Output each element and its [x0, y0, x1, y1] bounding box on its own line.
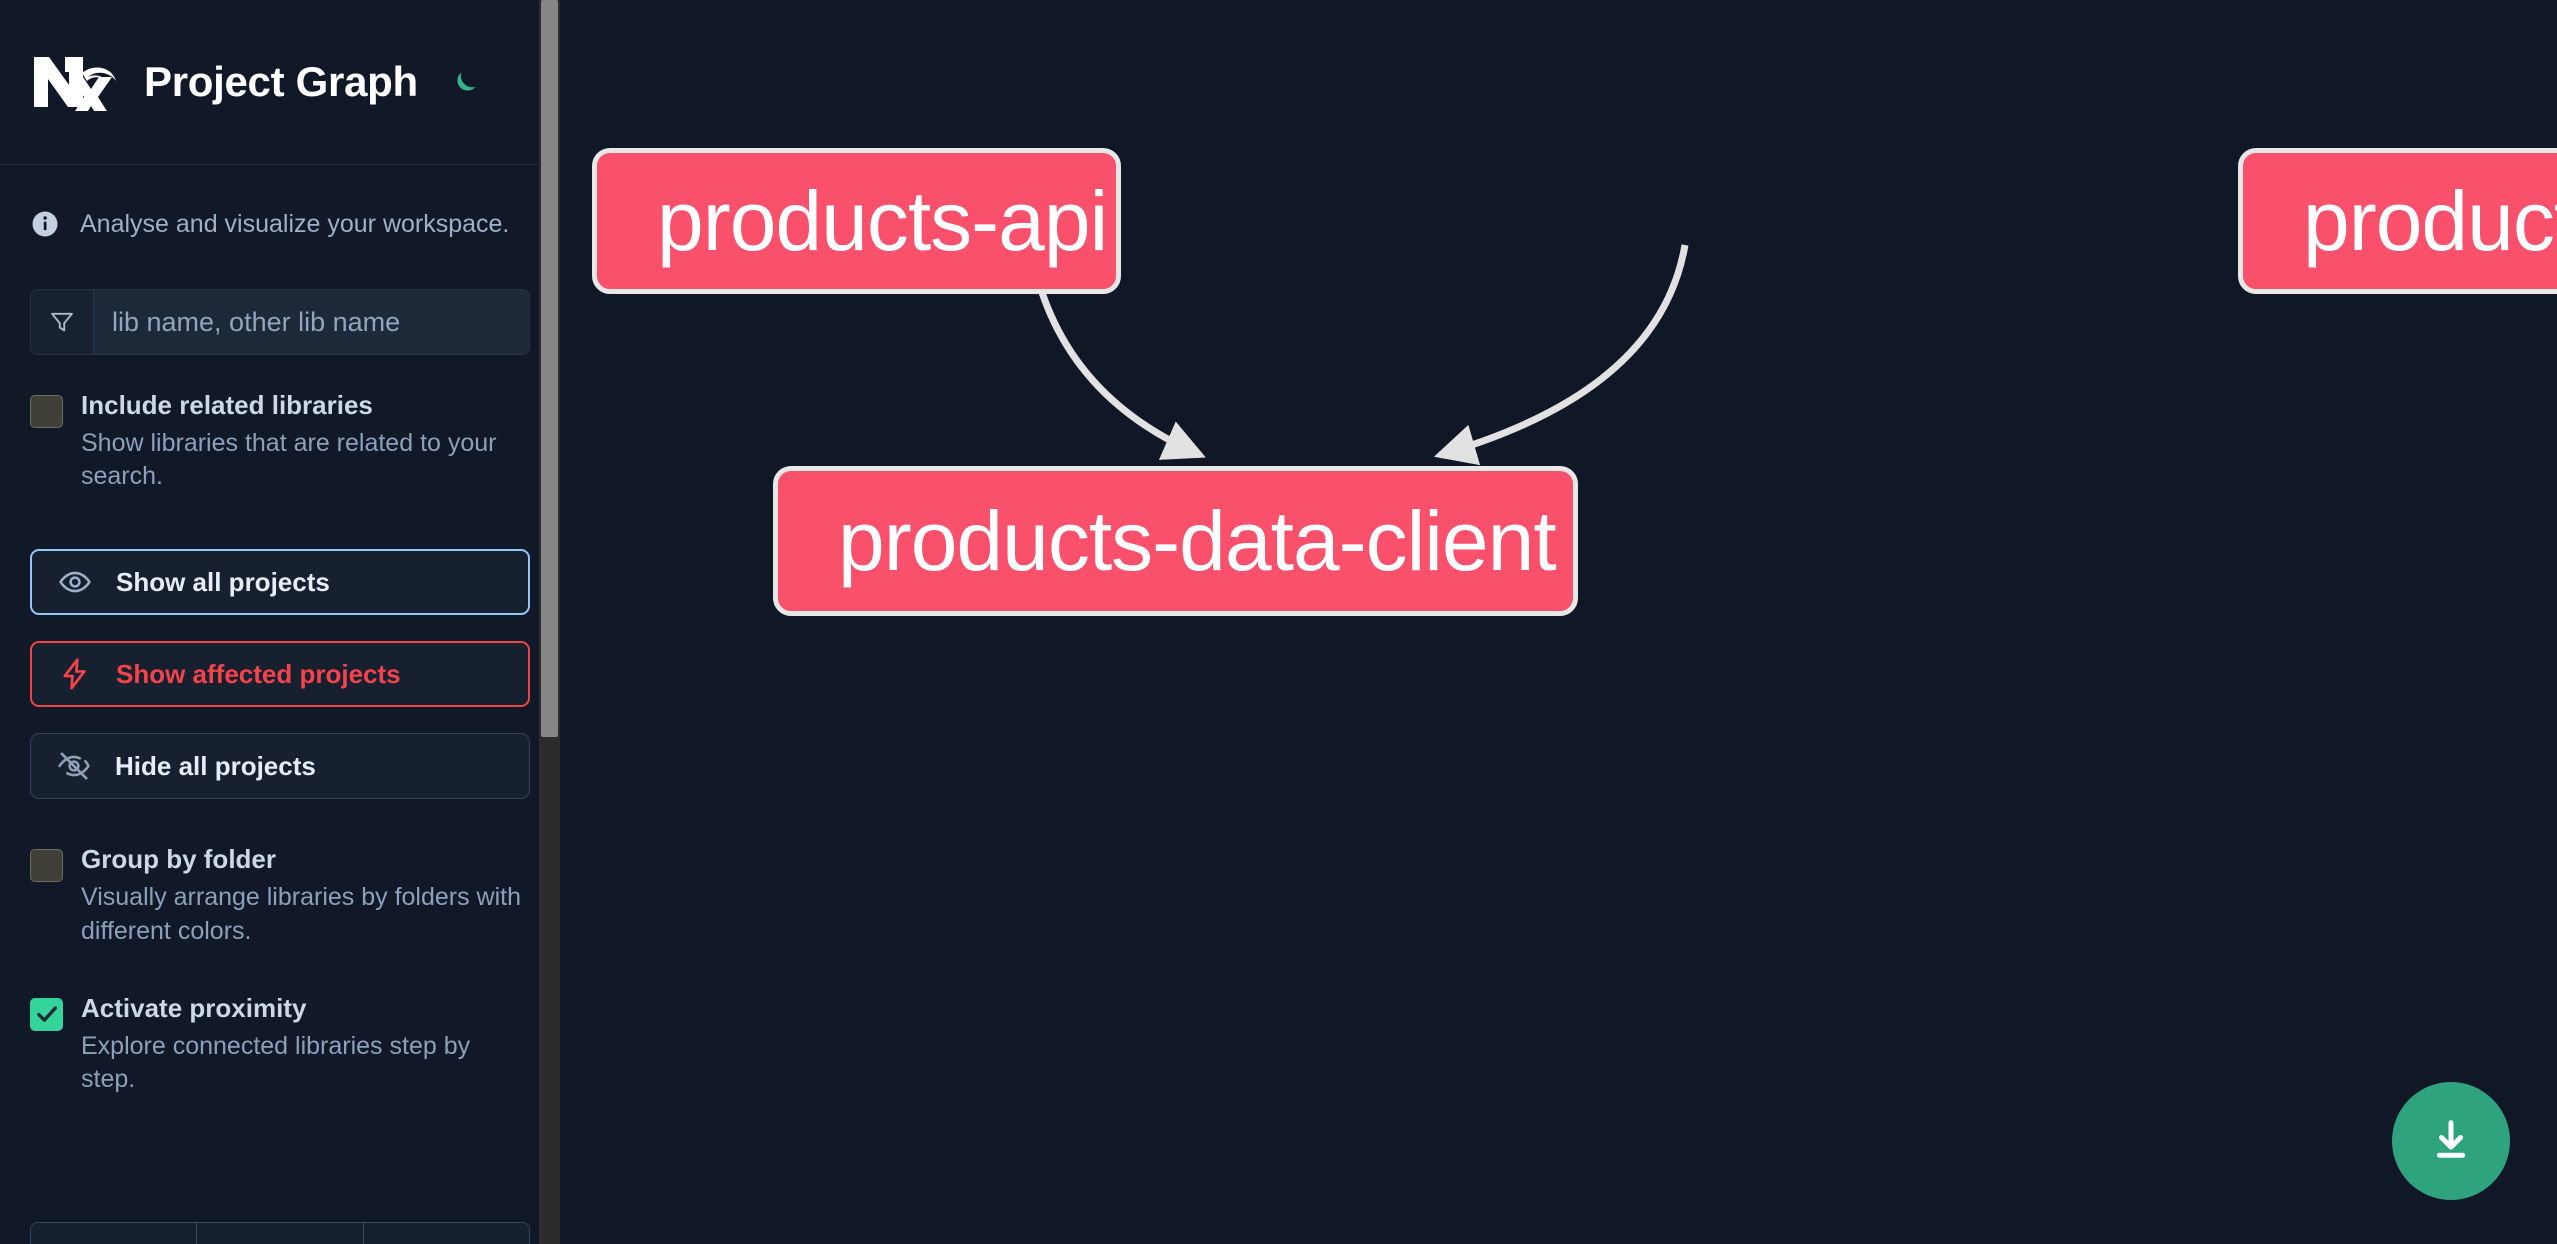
sidebar-body: Analyse and visualize your workspace. In…: [0, 165, 560, 1096]
moon-icon[interactable]: [444, 60, 488, 104]
sidebar-header: Project Graph: [0, 0, 560, 165]
checkbox-row-group-by-folder[interactable]: Group by folder Visually arrange librari…: [30, 844, 530, 947]
filter-funnel-icon[interactable]: [31, 290, 94, 354]
node-label: products-data-client: [838, 493, 1557, 588]
page-title: Project Graph: [144, 58, 418, 105]
segment-option-2[interactable]: [197, 1223, 364, 1244]
tagline-text: Analyse and visualize your workspace.: [80, 209, 510, 238]
show-affected-projects-button[interactable]: Show affected projects: [30, 641, 530, 708]
activate-proximity-checkbox[interactable]: [30, 997, 63, 1031]
nx-logo-icon: [30, 53, 118, 119]
group-by-folder-text: Group by folder Visually arrange librari…: [81, 844, 530, 947]
search-field[interactable]: [30, 289, 530, 355]
include-related-libraries-text: Include related libraries Show libraries…: [81, 390, 530, 493]
checkbox-label: Activate proximity: [81, 992, 307, 1023]
graph-node-products-api[interactable]: products-api: [592, 148, 1121, 294]
download-button[interactable]: [2392, 1082, 2510, 1200]
checkbox-description: Explore connected libraries step by step…: [81, 1031, 471, 1093]
button-label: Show all projects: [116, 566, 330, 597]
info-icon: [30, 209, 60, 239]
graph-node-products-cli[interactable]: products-cli: [2238, 148, 2557, 294]
group-by-folder-checkbox[interactable]: [30, 849, 63, 883]
sidebar-scrollbar-track[interactable]: [539, 0, 560, 1244]
include-related-libraries-checkbox[interactable]: [30, 395, 63, 428]
search-input[interactable]: [94, 290, 529, 354]
graph-canvas[interactable]: products-api products-cli products-data-…: [560, 0, 2557, 1244]
checkbox-row-include-related[interactable]: Include related libraries Show libraries…: [30, 390, 530, 493]
hide-all-projects-button[interactable]: Hide all projects: [30, 733, 530, 800]
segment-option-3[interactable]: [363, 1223, 529, 1244]
tagline-row: Analyse and visualize your workspace.: [30, 165, 530, 239]
action-button-group: Show all projects Show affected projects: [30, 549, 530, 800]
segment-option-1[interactable]: [31, 1223, 198, 1244]
show-all-projects-button[interactable]: Show all projects: [30, 549, 530, 616]
checkbox-label: Group by folder: [81, 844, 276, 875]
eye-off-icon: [57, 749, 91, 783]
segmented-control[interactable]: [30, 1222, 530, 1244]
checkbox-label: Include related libraries: [81, 390, 373, 420]
eye-icon: [58, 565, 92, 599]
sidebar: Project Graph Analyse and visualize your…: [0, 0, 560, 1244]
button-label: Show affected projects: [116, 658, 401, 689]
checkbox-description: Show libraries that are related to your …: [81, 428, 497, 491]
node-label: products-api: [657, 173, 1108, 268]
download-icon: [2436, 1120, 2466, 1158]
node-label: products-cli: [2303, 173, 2557, 268]
sidebar-scrollbar-thumb[interactable]: [541, 0, 558, 737]
button-label: Hide all projects: [115, 750, 316, 781]
lightning-icon: [58, 657, 92, 691]
edge-products-cli-to-data-client: [1433, 244, 1689, 466]
checkmark-icon: [36, 1006, 57, 1023]
graph-node-products-data-client[interactable]: products-data-client: [773, 466, 1578, 616]
checkbox-description: Visually arrange libraries by folders wi…: [81, 883, 522, 945]
checkbox-row-activate-proximity[interactable]: Activate proximity Explore connected lib…: [30, 992, 530, 1096]
activate-proximity-text: Activate proximity Explore connected lib…: [81, 992, 530, 1096]
